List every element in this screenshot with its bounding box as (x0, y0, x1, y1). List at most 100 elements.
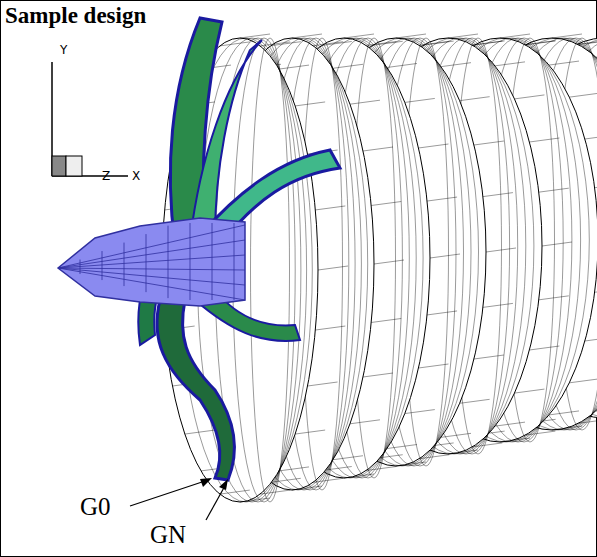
casing-grid (552, 34, 582, 38)
casing-grid (539, 296, 569, 300)
hub-facet (58, 268, 245, 300)
casing-grid (313, 42, 343, 46)
casing-grid (318, 266, 348, 270)
casing-grid (260, 42, 290, 46)
casing-grid (240, 34, 270, 38)
casing-grid (333, 64, 363, 68)
casing-grid (483, 303, 513, 307)
casing-grid (495, 422, 525, 426)
hub-facet (58, 225, 245, 268)
hub-facet (190, 223, 191, 300)
casing-grid (427, 197, 457, 201)
casing-grid (220, 42, 250, 46)
casing-grid (448, 450, 478, 454)
casing-grid (418, 144, 448, 148)
casing-grid (419, 455, 449, 459)
casing-grid (486, 248, 516, 252)
casing-grid (405, 98, 435, 102)
casing-grid (578, 41, 597, 45)
casing-grid (525, 431, 555, 435)
hub-facet (58, 255, 245, 268)
casing-grid (552, 426, 582, 430)
casing-grid (366, 467, 396, 471)
axis-triad (52, 62, 128, 176)
leader-lines (130, 478, 228, 520)
casing-grid (542, 242, 572, 246)
casing-grid (549, 411, 579, 415)
hub-facet (58, 268, 245, 270)
casing-grid (251, 38, 290, 502)
casing-grid (585, 337, 597, 341)
casing-grid (569, 93, 597, 97)
casing-grid (595, 288, 597, 292)
casing-grid (313, 478, 343, 482)
casing-grid (387, 63, 417, 67)
casing-grid (526, 41, 556, 45)
hub-facet (58, 240, 245, 268)
casing-grid (474, 355, 504, 359)
casing-grid (350, 100, 380, 104)
casing-grid (240, 498, 270, 502)
axis-label: X (132, 170, 140, 182)
casing-grid (424, 41, 454, 45)
casing-grid (315, 326, 345, 330)
hub (58, 218, 245, 306)
casing-grid (308, 382, 338, 386)
casing-grid (427, 311, 457, 315)
title-text: Sample design (2, 3, 149, 28)
casing-grid (279, 65, 309, 69)
casing-grid (569, 379, 597, 383)
casing-grid (529, 138, 559, 142)
casing-grid (405, 410, 435, 414)
casing-grid (578, 419, 597, 423)
casing-grid (495, 62, 525, 66)
casing-grid (460, 399, 490, 403)
axis-label: Z (102, 170, 110, 182)
casing-grid (595, 184, 597, 188)
casing-grid (514, 389, 544, 393)
casing-grid (585, 135, 597, 139)
casing-grid (371, 318, 401, 322)
casing-grid (371, 202, 401, 206)
casing-grid (292, 34, 322, 38)
casing-grid (500, 34, 530, 38)
callout-label: G0 (80, 494, 111, 519)
casing-grid (430, 254, 460, 258)
casing-grid (344, 34, 374, 38)
hub-facet (234, 223, 235, 300)
casing-grid (366, 41, 396, 45)
casing-grid (549, 61, 579, 65)
hub-facet (212, 223, 213, 300)
casing-grid (539, 188, 569, 192)
casing-grid (363, 373, 393, 377)
casing-grid (500, 438, 530, 442)
casing-grid (220, 490, 250, 494)
casing-grid (396, 462, 426, 466)
casing-grid (529, 346, 559, 350)
casing-grid (295, 102, 325, 106)
casing-grid (396, 34, 426, 38)
casing-grid (292, 486, 322, 490)
casing-grid (295, 430, 325, 434)
casing-grid (419, 41, 449, 45)
casing-grid (441, 63, 471, 67)
casing-grid (333, 456, 363, 460)
hub-facet (58, 268, 245, 285)
casing-grid (460, 97, 490, 101)
casing-grid (373, 41, 403, 45)
casing-grid (525, 41, 555, 45)
casing-grid (514, 95, 544, 99)
casing-grid (472, 41, 502, 45)
casing-grid (448, 34, 478, 38)
casing-grid (374, 260, 404, 264)
casing-grid (441, 433, 471, 437)
casing-grid (344, 474, 374, 478)
casing-grid (350, 420, 380, 424)
casing-grid (474, 141, 504, 145)
casing-grid (260, 490, 290, 494)
casing-grid (363, 147, 393, 151)
casing-grid (418, 364, 448, 368)
